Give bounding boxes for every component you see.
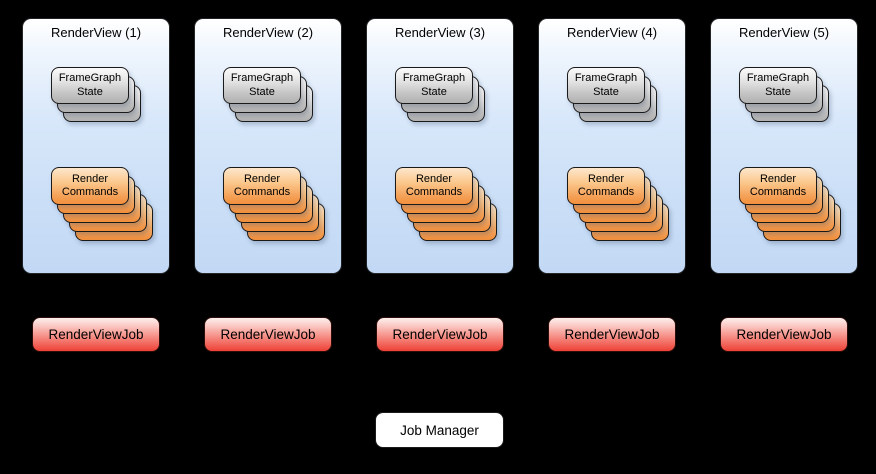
card-label-line1: Render [415, 172, 453, 185]
job-label: RenderViewJob [736, 327, 832, 342]
card-label-line2: Commands [749, 186, 807, 198]
render-commands-card: Render Commands [567, 167, 645, 205]
card-label-line1: Render [243, 172, 281, 185]
card-label-line1: FrameGraph [58, 72, 122, 85]
panel-title: RenderView (4) [566, 25, 658, 40]
renderview-panel-1: RenderView (1) FrameGraph State Render C… [22, 18, 170, 274]
render-commands-card: Render Commands [51, 167, 129, 205]
framegraph-state-stack: FrameGraph State [51, 67, 147, 125]
card-label-line2: State [421, 85, 447, 98]
render-commands-stack: Render Commands [739, 167, 847, 243]
renderview-panel-5: RenderView (5) FrameGraph State Render C… [710, 18, 858, 274]
framegraph-state-stack: FrameGraph State [395, 67, 491, 125]
render-commands-stack: Render Commands [395, 167, 503, 243]
card-label-line2: Commands [405, 186, 463, 198]
renderviewjob-box-1: RenderViewJob [32, 317, 160, 352]
card-label-line1: FrameGraph [402, 72, 466, 85]
card-label-line2: State [77, 85, 103, 98]
job-manager-label: Job Manager [400, 422, 479, 438]
card-label-line1: Render [587, 172, 625, 185]
framegraph-state-card: FrameGraph State [739, 67, 817, 104]
panel-title: RenderView (2) [222, 25, 314, 40]
card-label-line1: Render [71, 172, 109, 185]
job-label: RenderViewJob [48, 327, 144, 342]
renderview-panel-3: RenderView (3) FrameGraph State Render C… [366, 18, 514, 274]
render-commands-stack: Render Commands [567, 167, 675, 243]
render-commands-card: Render Commands [739, 167, 817, 205]
card-label-line1: FrameGraph [746, 72, 810, 85]
framegraph-state-card: FrameGraph State [223, 67, 301, 104]
framegraph-state-card: FrameGraph State [395, 67, 473, 104]
card-label-line2: Commands [577, 186, 635, 198]
job-manager-box: Job Manager [375, 412, 504, 448]
framegraph-state-stack: FrameGraph State [739, 67, 835, 125]
card-label-line2: Commands [233, 186, 291, 198]
card-label-line1: FrameGraph [574, 72, 638, 85]
framegraph-state-card: FrameGraph State [567, 67, 645, 104]
renderviewjob-box-2: RenderViewJob [204, 317, 332, 352]
renderview-panel-2: RenderView (2) FrameGraph State Render C… [194, 18, 342, 274]
framegraph-state-stack: FrameGraph State [223, 67, 319, 125]
framegraph-state-card: FrameGraph State [51, 67, 129, 104]
card-label-line1: FrameGraph [230, 72, 294, 85]
job-label: RenderViewJob [220, 327, 316, 342]
render-commands-card: Render Commands [223, 167, 301, 205]
panel-title: RenderView (3) [394, 25, 486, 40]
panel-title: RenderView (5) [738, 25, 830, 40]
render-commands-card: Render Commands [395, 167, 473, 205]
job-label: RenderViewJob [392, 327, 488, 342]
card-label-line2: Commands [61, 186, 119, 198]
render-commands-stack: Render Commands [223, 167, 331, 243]
renderviewjob-box-5: RenderViewJob [720, 317, 848, 352]
card-label-line2: State [765, 85, 791, 98]
render-commands-stack: Render Commands [51, 167, 159, 243]
card-label-line2: State [593, 85, 619, 98]
card-label-line2: State [249, 85, 275, 98]
renderviewjob-box-3: RenderViewJob [376, 317, 504, 352]
job-label: RenderViewJob [564, 327, 660, 342]
card-label-line1: Render [759, 172, 797, 185]
renderviewjob-box-4: RenderViewJob [548, 317, 676, 352]
framegraph-state-stack: FrameGraph State [567, 67, 663, 125]
renderview-panel-4: RenderView (4) FrameGraph State Render C… [538, 18, 686, 274]
panel-title: RenderView (1) [50, 25, 142, 40]
